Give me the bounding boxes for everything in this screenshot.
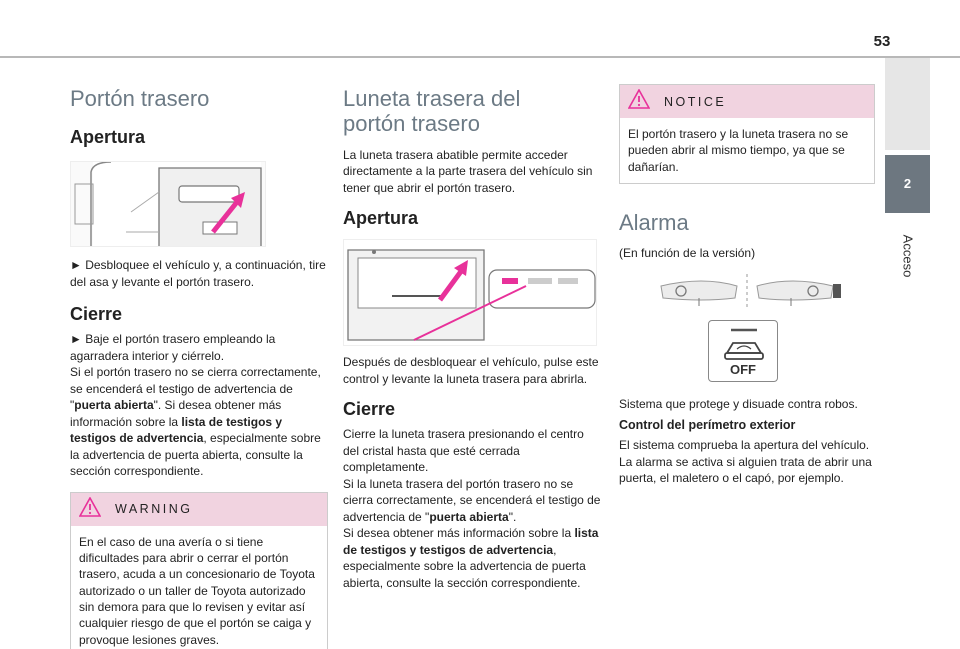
alarm-version-note: (En función de la versión) bbox=[619, 246, 756, 261]
column-rear-window: Luneta trasera del portón trasero La lun… bbox=[343, 80, 601, 591]
alarm-off-label: OFF bbox=[730, 361, 756, 377]
heading-window-closing: Cierre bbox=[343, 399, 396, 420]
window-closing-reference: Si desea obtener más información sobre l… bbox=[343, 526, 599, 590]
opening-instruction: ► Desbloquee el vehículo y, a continuaci… bbox=[70, 258, 326, 289]
column-alarm: NOTICE El portón trasero y la luneta tra… bbox=[619, 80, 877, 487]
notice-triangle-icon bbox=[627, 88, 651, 114]
alarm-system-description: Sistema que protege y disuade contra rob… bbox=[619, 396, 858, 411]
warning-text: En el caso de una avería o si tiene difi… bbox=[79, 534, 315, 647]
page-number: 53 bbox=[873, 33, 891, 50]
warning-header: WARNING bbox=[71, 492, 327, 526]
window-closing-instruction: Cierre la luneta trasera presionando el … bbox=[343, 427, 584, 475]
chapter-label: Acceso bbox=[900, 234, 915, 278]
interior-mirror-illustration bbox=[619, 272, 877, 312]
notice-text: El portón trasero y la luneta trasera no… bbox=[628, 127, 849, 174]
warning-title: WARNING bbox=[115, 502, 193, 517]
rear-window-intro: La luneta trasera abatible permite acced… bbox=[343, 147, 593, 195]
alarm-off-button[interactable]: OFF bbox=[708, 319, 778, 382]
section-title-rear-window: Luneta trasera del portón trasero bbox=[343, 86, 521, 137]
header-rule bbox=[0, 56, 960, 58]
heading-window-opening: Apertura bbox=[343, 208, 419, 229]
closing-instruction: ► Baje el portón trasero empleando la ag… bbox=[70, 332, 276, 363]
section-title-alarm: Alarma bbox=[619, 209, 689, 235]
perimeter-monitoring-text: El sistema comprueba la apertura del veh… bbox=[619, 438, 872, 486]
warning-triangle-icon bbox=[78, 496, 102, 522]
column-tailgate: Portón trasero Apertura ► Desbloquee el … bbox=[70, 80, 328, 649]
notice-box: NOTICE El portón trasero y la luneta tra… bbox=[619, 84, 875, 184]
section-title-tailgate: Portón trasero bbox=[70, 86, 210, 111]
side-tab-background bbox=[885, 58, 930, 150]
notice-title: NOTICE bbox=[664, 94, 727, 109]
heading-opening: Apertura bbox=[70, 127, 146, 148]
heading-closing: Cierre bbox=[70, 304, 123, 325]
warning-box: WARNING En el caso de una avería o si ti… bbox=[70, 491, 328, 649]
window-opening-instruction: Después de desbloquear el vehículo, puls… bbox=[343, 355, 599, 386]
window-closing-warning: Si la luneta trasera del portón trasero … bbox=[343, 476, 601, 524]
heading-perimeter-monitoring: Control del perímetro exterior bbox=[619, 418, 796, 433]
chapter-tab[interactable]: 2 bbox=[885, 155, 930, 213]
notice-header: NOTICE bbox=[620, 85, 874, 118]
tailgate-opening-illustration bbox=[70, 161, 266, 248]
closing-warning-text: Si el portón trasero no se cierra correc… bbox=[70, 365, 321, 479]
rear-window-opening-illustration bbox=[343, 239, 597, 347]
